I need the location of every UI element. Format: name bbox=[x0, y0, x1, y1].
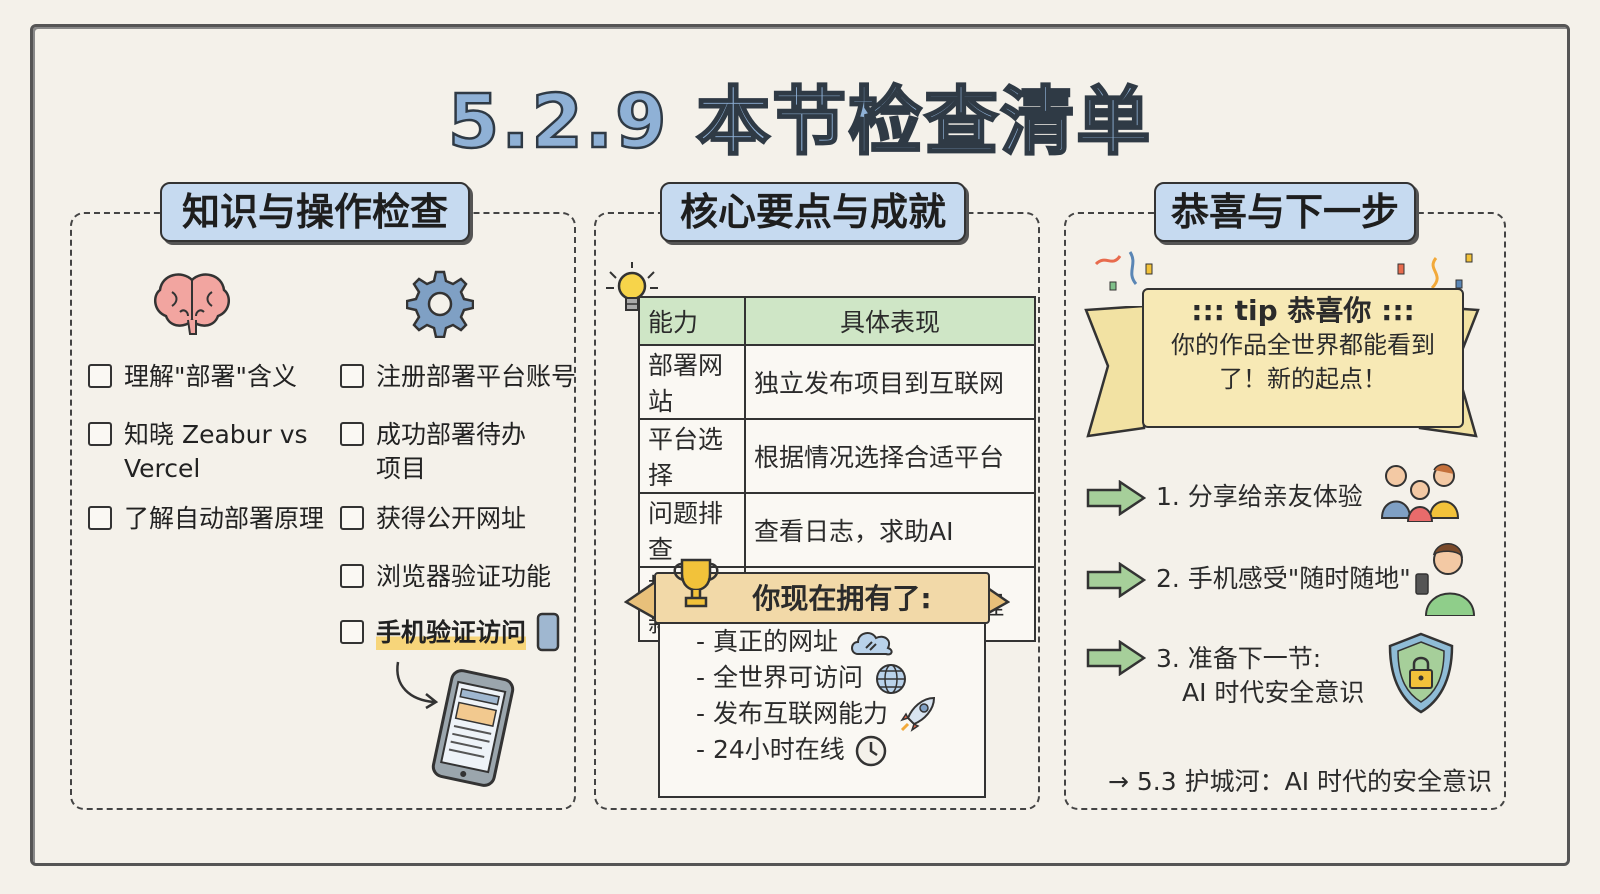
table-cell: 查看日志，求助AI bbox=[744, 492, 1036, 568]
step-prepare-detail: AI 时代安全意识 bbox=[1182, 678, 1365, 707]
gear-icon bbox=[406, 270, 474, 338]
checkbox[interactable] bbox=[340, 364, 364, 388]
check-item-browser-verify[interactable]: 浏览器验证功能 bbox=[340, 560, 551, 594]
checkbox[interactable] bbox=[88, 506, 112, 530]
next-steps-panel-heading: 恭喜与下一步 bbox=[1154, 182, 1416, 242]
checkbox[interactable] bbox=[88, 364, 112, 388]
step-share: 1. 分享给亲友体验 bbox=[1156, 482, 1363, 511]
check-item-auto-deploy[interactable]: 了解自动部署原理 bbox=[88, 502, 324, 536]
cloud-link-icon bbox=[851, 632, 893, 656]
table-header-row: 能力 具体表现 bbox=[638, 296, 1036, 346]
brain-icon bbox=[153, 273, 231, 335]
table-cell: 独立发布项目到互联网 bbox=[744, 344, 1036, 420]
step-mobile: 2. 手机感受"随时随地" bbox=[1156, 564, 1411, 593]
table-header-cell: 具体表现 bbox=[744, 296, 1036, 346]
checkbox[interactable] bbox=[340, 620, 364, 644]
table-row: 平台选择 根据情况选择合适平台 bbox=[638, 418, 1036, 494]
check-item-deploy-meaning[interactable]: 理解"部署"含义 bbox=[88, 360, 297, 394]
step-prepare: 3. 准备下一节: bbox=[1156, 644, 1322, 673]
trophy-icon bbox=[673, 558, 719, 608]
family-icon bbox=[1380, 463, 1460, 522]
check-item-deploy-todo[interactable]: 成功部署待办项目 bbox=[340, 418, 536, 486]
arrow-icon bbox=[1086, 562, 1146, 598]
confetti-icon bbox=[1094, 251, 1473, 291]
phone-illustration-icon bbox=[431, 669, 515, 787]
lightbulb-icon bbox=[606, 262, 658, 311]
tip-line: 了！新的起点！ bbox=[1219, 365, 1387, 393]
globe-icon bbox=[876, 664, 906, 694]
page-frame bbox=[30, 24, 1570, 866]
congrats-banner: ::: tip 恭喜你 ::: 你的作品全世界都能看到 了！新的起点！ bbox=[1142, 288, 1464, 428]
owned-item-publish: - 发布互联网能力 bbox=[696, 699, 888, 728]
table-cell: 部署网站 bbox=[638, 344, 746, 420]
owned-item-global: - 全世界可访问 bbox=[696, 663, 863, 692]
next-section-link[interactable]: → 5.3 护城河：AI 时代的安全意识 bbox=[1108, 767, 1493, 796]
arrow-icon bbox=[1086, 640, 1146, 676]
curved-arrow-icon bbox=[396, 661, 439, 710]
small-phone-icon bbox=[536, 612, 560, 652]
table-header-cell: 能力 bbox=[638, 296, 746, 346]
check-item-zeabur-vercel[interactable]: 知晓 Zeabur vs Vercel bbox=[88, 418, 314, 486]
checkbox[interactable] bbox=[340, 422, 364, 446]
check-item-mobile-verify[interactable]: 手机验证访问 bbox=[340, 616, 527, 650]
table-cell: 平台选择 bbox=[638, 418, 746, 494]
tip-line: 你的作品全世界都能看到 bbox=[1171, 331, 1435, 359]
shield-lock-icon bbox=[1388, 632, 1454, 714]
knowledge-panel-heading: 知识与操作检查 bbox=[160, 182, 470, 242]
owned-item-online: - 24小时在线 bbox=[696, 735, 845, 764]
clock-icon bbox=[855, 735, 887, 767]
arrow-icon bbox=[1086, 480, 1146, 516]
owned-item-url: - 真正的网址 bbox=[696, 627, 838, 656]
person-phone-icon bbox=[1415, 543, 1476, 616]
achievements-panel-heading: 核心要点与成就 bbox=[660, 182, 966, 242]
tip-title: ::: tip 恭喜你 ::: bbox=[1191, 294, 1415, 327]
table-cell: 根据情况选择合适平台 bbox=[744, 418, 1036, 494]
table-row: 部署网站 独立发布项目到互联网 bbox=[638, 344, 1036, 420]
checkbox[interactable] bbox=[340, 564, 364, 588]
checkbox[interactable] bbox=[88, 422, 112, 446]
rocket-icon bbox=[900, 696, 936, 732]
checkbox[interactable] bbox=[340, 506, 364, 530]
check-item-register-account[interactable]: 注册部署平台账号 bbox=[340, 360, 576, 394]
check-item-public-url[interactable]: 获得公开网址 bbox=[340, 502, 526, 536]
page-title: 5.2.9 本节检查清单 bbox=[447, 78, 1153, 167]
